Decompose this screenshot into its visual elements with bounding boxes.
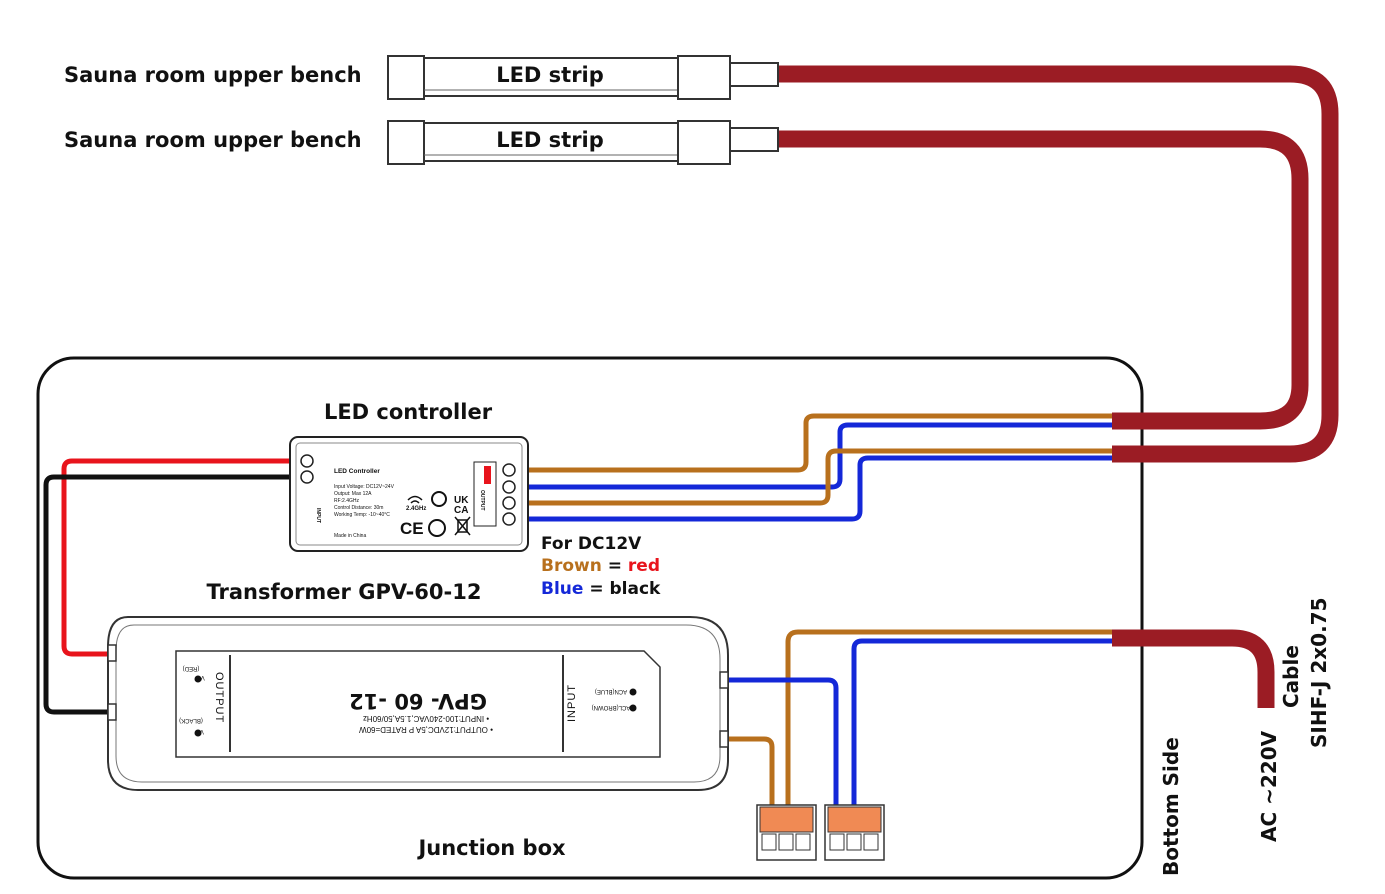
controller-spec-5: Working Temp: -10~40°C — [334, 512, 390, 518]
weee-bin-icon — [454, 516, 471, 536]
cable-type-label: SIHF-J 2x0.75 — [1307, 598, 1331, 749]
led-strip-2 — [387, 120, 779, 165]
controller-output-wires — [527, 413, 1112, 522]
transformer-v-minus: V- — [198, 728, 204, 734]
wifi-signal-icon — [407, 495, 423, 504]
strip-1-name: LED strip — [496, 63, 604, 87]
legend-eq-1: = — [602, 556, 628, 576]
legend-black-word: black — [610, 579, 662, 599]
strip-2-name: LED strip — [496, 128, 604, 152]
strip-2-location: Sauna room upper bench — [64, 128, 362, 152]
cable-strip-2 — [778, 130, 1309, 430]
legend-eq-2: = — [583, 579, 609, 599]
transformer-output-label: OUTPUT — [213, 672, 225, 723]
controller-uk-mark: UK — [454, 495, 469, 506]
strip-1-location: Sauna room upper bench — [64, 63, 362, 87]
red-led-marker — [484, 466, 491, 484]
transformer-acn: ACN(BLUE) — [595, 688, 627, 694]
terminal-block-blue — [824, 804, 885, 861]
junction-box-outline — [36, 356, 1144, 880]
transformer-title: Transformer GPV-60-12 — [207, 580, 482, 604]
controller-made-in: Made in China — [334, 533, 366, 539]
transformer-input-line: • INPUT:100-240VAC,1.5A,50/60Hz — [363, 714, 489, 723]
controller-output-label: OUTPUT — [479, 490, 485, 511]
transformer-acl: ACL(BROWN) — [592, 704, 631, 710]
led-controller: LED Controller Input Voltage: DC12V~24V … — [289, 436, 529, 552]
transformer-output-line: • OUTPUT:12VDC,5A P RATED=60W — [359, 725, 493, 734]
transformer-v-minus-sub: (BLACK) — [179, 717, 203, 723]
controller-name: LED Controller — [334, 468, 380, 475]
controller-ca-mark: CA — [454, 505, 468, 516]
controller-input-label: INPUT — [315, 508, 321, 523]
cable-strip-1 — [778, 65, 1339, 463]
transformer: GPV- 60 -12 • INPUT:100-240VAC,1.5A,50/6… — [107, 616, 729, 791]
controller-spec-4: Control Distance: 30m — [334, 505, 383, 511]
dc-supply-wires — [43, 458, 290, 715]
transformer-v-plus-sub: (RED) — [183, 665, 200, 671]
junction-box-label: Junction box — [416, 836, 566, 860]
legend-red-word: red — [628, 556, 660, 576]
transformer-input-label: INPUT — [566, 684, 578, 722]
transformer-model: GPV- 60 -12 — [349, 689, 487, 713]
legend-brown-line: Brown = red — [541, 556, 660, 576]
mains-wires — [728, 629, 1112, 812]
cable-mains — [1112, 629, 1275, 708]
legend-header: For DC12V — [541, 534, 642, 554]
controller-freq: 2.4GHz — [406, 506, 426, 512]
terminal-block-brown — [756, 804, 817, 861]
bottom-side-label: Bottom Side — [1159, 737, 1183, 876]
legend-blue-word: Blue — [541, 579, 583, 599]
ac-voltage-label: AC ~220V — [1257, 730, 1281, 842]
controller-spec-2: Output: Max 12A — [334, 491, 372, 497]
ce-mark-icon: CE — [400, 519, 424, 538]
cert-icon — [428, 519, 446, 537]
controller-spec-3: RF:2.4GHz — [334, 498, 360, 504]
rohs-icon — [431, 491, 447, 507]
transformer-v-plus: V+ — [197, 674, 205, 680]
legend-brown-word: Brown — [541, 556, 602, 576]
controller-title: LED controller — [324, 400, 493, 424]
cable-label: Cable — [1279, 645, 1303, 708]
controller-spec-1: Input Voltage: DC12V~24V — [334, 484, 395, 490]
led-strip-1 — [387, 55, 779, 100]
legend-blue-line: Blue = black — [541, 579, 661, 599]
